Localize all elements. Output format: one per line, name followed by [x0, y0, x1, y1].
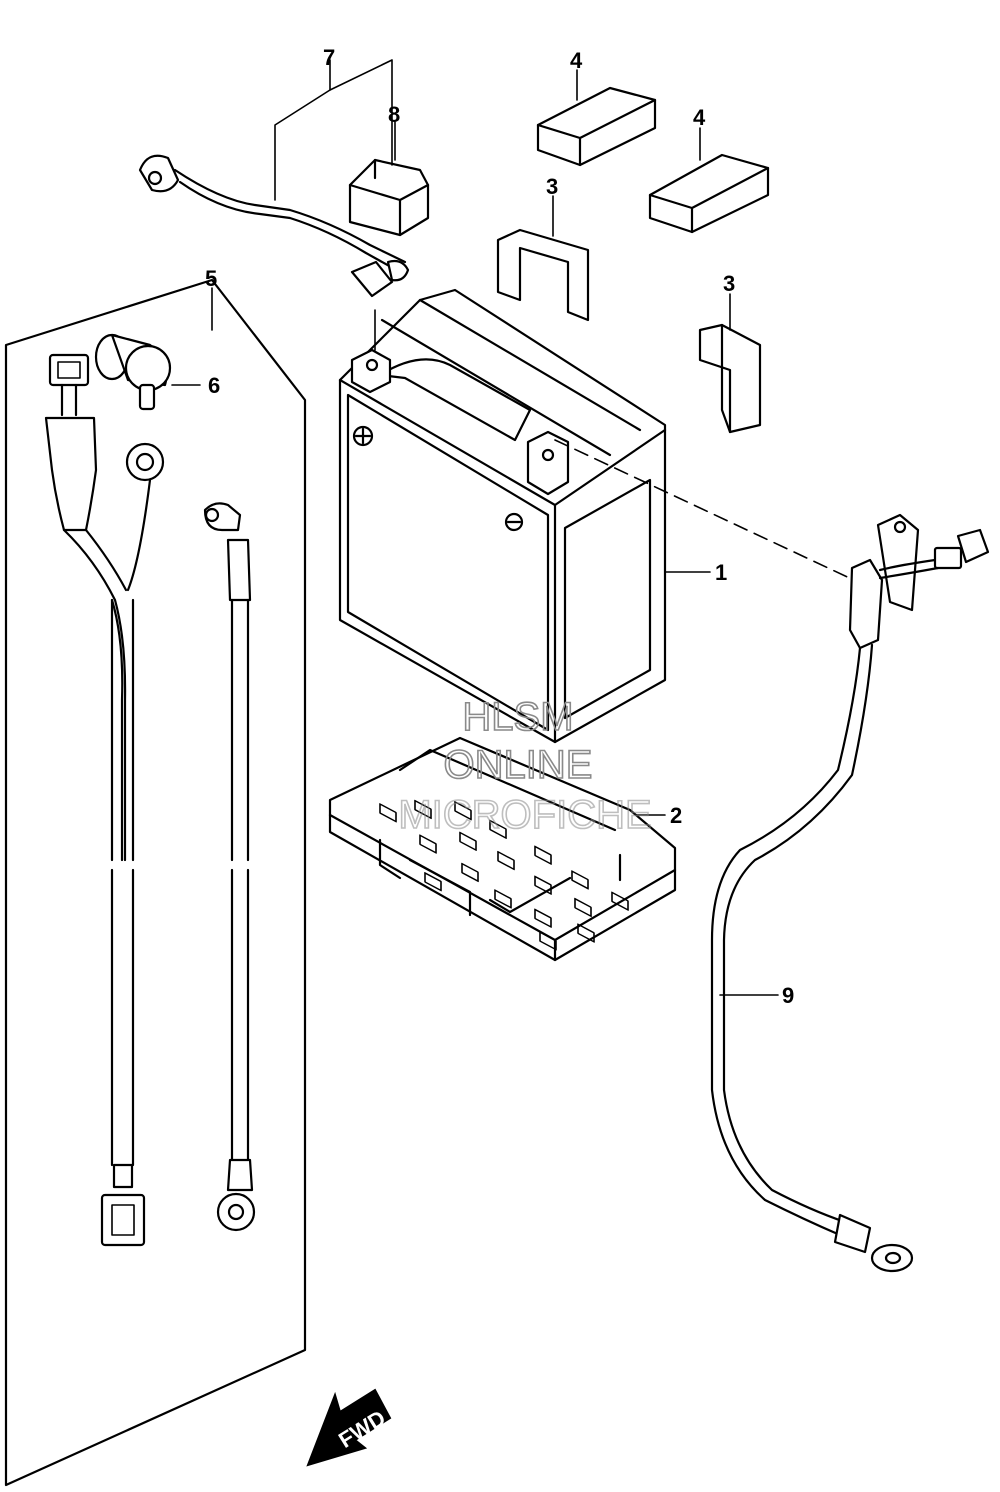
callout-2: 2	[670, 803, 682, 828]
callout-3-lower: 3	[723, 271, 735, 296]
part-5-harness-right	[203, 502, 256, 1232]
watermark-line-3: MICROFICHE	[398, 793, 651, 837]
callout-8: 8	[388, 102, 400, 127]
part-4-pad-lower	[648, 153, 770, 234]
subassembly-frame	[4, 278, 307, 1487]
part-4-pad-upper	[536, 86, 657, 167]
callout-4-upper: 4	[570, 48, 583, 73]
part-9-battery-cable	[710, 513, 990, 1273]
callout-6: 6	[208, 373, 220, 398]
part-1-battery	[338, 288, 667, 744]
callout-4-lower: 4	[693, 105, 706, 130]
callout-labels: 7 8 4 4 3 3 5 6 1 2 9	[205, 45, 794, 1008]
part-8-terminal-cover	[348, 158, 430, 237]
callout-3-upper: 3	[546, 174, 558, 199]
part-2-battery-tray	[328, 736, 677, 962]
fwd-arrow-icon: FWD	[306, 1388, 392, 1467]
callout-7: 7	[323, 45, 335, 70]
part-7-battery-cable	[138, 154, 410, 298]
callout-1: 1	[715, 560, 727, 585]
watermark-line-1: HLSM	[462, 695, 573, 739]
part-3-bracket-lower	[698, 323, 762, 434]
callout-5: 5	[205, 266, 217, 291]
callout-9: 9	[782, 983, 794, 1008]
part-3-bracket-upper	[496, 228, 590, 322]
part-6-terminal-cap	[94, 333, 172, 411]
part-5-harness-left	[44, 353, 165, 1247]
watermark: HLSM ONLINE MICROFICHE	[398, 694, 653, 838]
watermark-line-2: ONLINE	[444, 743, 593, 787]
